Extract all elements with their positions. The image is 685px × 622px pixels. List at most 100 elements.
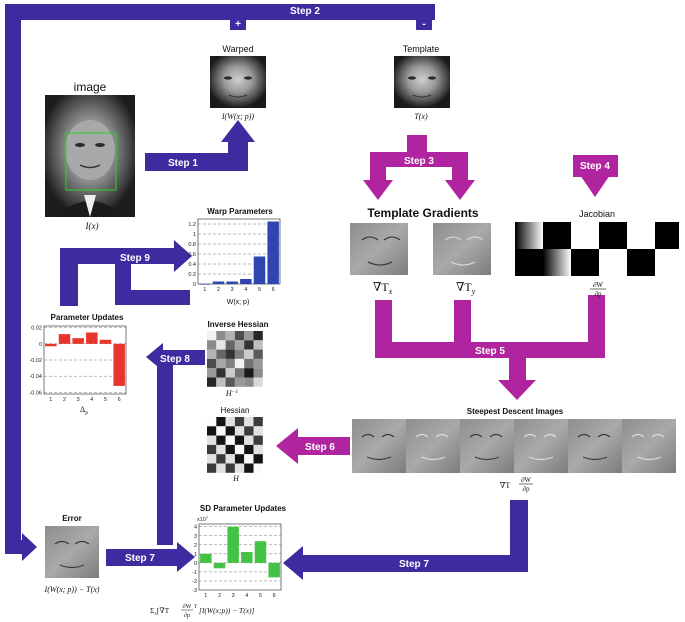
gradient-x-image — [350, 223, 408, 275]
y-tick-label: -3 — [192, 588, 197, 594]
matrix-cell — [207, 377, 217, 387]
step-9-label: Step 9 — [120, 253, 150, 264]
steepest-descent-block: Steepest Descent Images ∇T ∂W ∂p — [352, 407, 676, 493]
x-tick-label: 2 — [217, 287, 220, 293]
svg-text:Σx[∇T: Σx[∇T — [150, 606, 170, 617]
bar — [113, 343, 125, 386]
y-tick-label: 0.4 — [188, 262, 196, 268]
bar — [45, 343, 57, 347]
warped-formula: I(W(x; p)) — [221, 112, 255, 121]
svg-text:[I(W(x;p)) − T(x)]: [I(W(x;p)) − T(x)] — [199, 606, 255, 615]
x-tick-label: 6 — [272, 287, 275, 293]
gradient-y-image — [433, 223, 491, 275]
sd-formula-num: ∂W — [521, 476, 531, 484]
chart-frame — [198, 523, 282, 591]
step-3-label: Step 3 — [404, 156, 434, 167]
y-tick-label: -0.06 — [29, 390, 42, 396]
matrix-cell — [225, 368, 235, 378]
sd-image-feature — [631, 433, 665, 461]
matrix-cell — [253, 417, 263, 427]
matrix-cell — [244, 340, 254, 350]
matrix-cell — [253, 331, 263, 341]
matrix-cell — [216, 377, 226, 387]
matrix-cell — [225, 417, 235, 427]
bar — [99, 339, 112, 344]
sd-updates-exponent: x107 — [197, 515, 209, 523]
matrix-cell — [216, 417, 226, 427]
matrix-cell — [253, 368, 263, 378]
bar — [241, 552, 253, 563]
bar — [72, 338, 84, 344]
x-tick-label: 1 — [49, 397, 52, 403]
bar — [213, 562, 226, 569]
matrix-cell — [207, 331, 217, 341]
matrix-cell — [244, 349, 254, 359]
sd-image — [568, 419, 622, 473]
matrix-cell — [207, 417, 217, 427]
jacobian-block: Jacobian ∂W ∂p — [515, 209, 679, 298]
matrix-cell — [253, 463, 263, 473]
matrix-cell — [216, 340, 226, 350]
matrix-cell — [207, 463, 217, 473]
sd-image-feature — [523, 433, 557, 461]
matrix-cell — [234, 340, 245, 350]
x-tick-label: 1 — [204, 593, 207, 599]
bar — [240, 279, 252, 284]
step-6-label: Step 6 — [305, 442, 335, 453]
y-tick-label: 0.8 — [188, 242, 196, 248]
matrix-cell — [234, 377, 245, 387]
x-tick-label: 4 — [245, 593, 248, 599]
matrix-cell — [244, 331, 254, 341]
y-tick-label: 1.2 — [188, 222, 196, 228]
matrix-cell — [253, 358, 263, 369]
matrix-cell — [244, 444, 254, 455]
input-image-block: image I(x) — [45, 80, 135, 231]
matrix-cell — [216, 454, 226, 464]
x-tick-label: 6 — [273, 593, 276, 599]
matrix-cell — [207, 444, 217, 455]
x-tick-label: 3 — [232, 593, 235, 599]
matrix-cell — [234, 454, 245, 464]
inverse-hessian-image — [207, 331, 263, 387]
matrix-cell — [225, 454, 235, 464]
bar — [58, 334, 71, 344]
bar — [199, 284, 211, 285]
matrix-cell — [216, 463, 226, 473]
bar — [227, 526, 239, 563]
y-tick-label: 1 — [193, 232, 196, 238]
matrix-cell — [234, 463, 245, 473]
x-tick-label: 2 — [63, 397, 66, 403]
matrix-cell — [234, 435, 245, 445]
matrix-cell — [234, 426, 245, 436]
warped-title: Warped — [222, 44, 253, 54]
inverse-hessian-title: Inverse Hessian — [208, 320, 269, 329]
step-1-label: Step 1 — [168, 158, 198, 169]
y-tick-label: 4 — [194, 525, 197, 531]
matrix-cell — [225, 426, 235, 436]
matrix-cell — [225, 340, 235, 350]
x-tick-label: 5 — [259, 593, 262, 599]
matrix-cell — [216, 444, 226, 455]
template-title: Template — [403, 44, 440, 54]
matrix-cell — [234, 417, 245, 427]
y-tick-label: 0 — [194, 561, 197, 567]
steepest-descent-images — [352, 419, 676, 473]
sd-updates-formula: Σx[∇T ∂W ∂p T [I(W(x;p)) − T(x)] — [150, 603, 255, 619]
hessian-image — [207, 417, 263, 473]
x-tick-label: 3 — [77, 397, 80, 403]
param-updates-title: Parameter Updates — [51, 313, 124, 322]
x-tick-label: 6 — [118, 397, 121, 403]
y-tick-label: 0.6 — [188, 252, 196, 258]
warp-region-box — [65, 132, 117, 191]
step-7-right-label: Step 7 — [399, 559, 429, 570]
sd-image — [352, 419, 406, 473]
sd-updates-title: SD Parameter Updates — [200, 504, 287, 513]
param-updates-xlabel: Δp — [80, 405, 88, 416]
matrix-cell — [234, 368, 245, 378]
error-image — [45, 526, 99, 578]
y-tick-label: 1 — [194, 552, 197, 558]
jacobian-numerator: ∂W — [593, 281, 603, 289]
y-tick-label: 3 — [194, 534, 197, 540]
